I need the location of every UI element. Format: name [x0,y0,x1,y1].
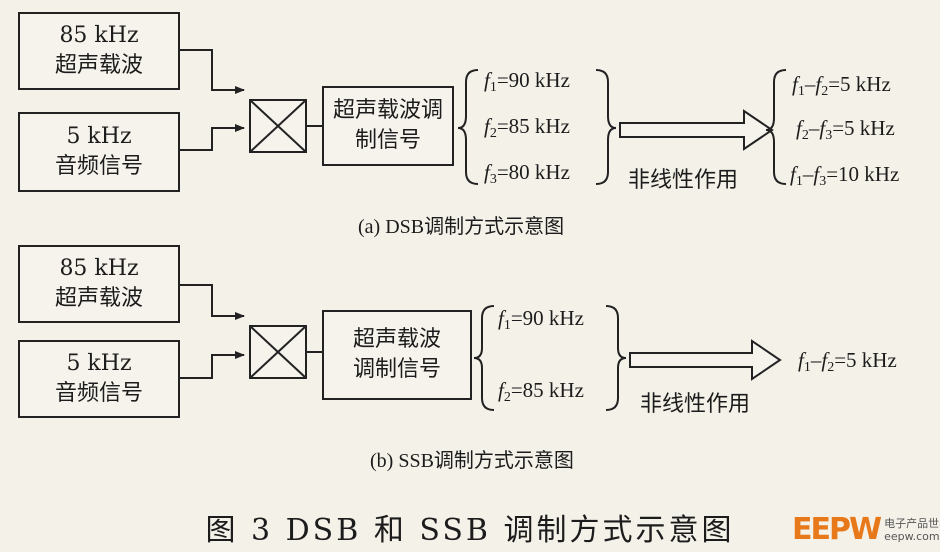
carrier-box-a: 85 kHz 超声载波 [18,12,180,90]
audio-box-a: 5 kHz 音频信号 [18,112,180,192]
nonlinear-label-b: 非线性作用 [640,392,751,417]
audio-b-label: 音频信号 [54,381,143,406]
freq-a-1: f1=90 kHz [484,68,570,95]
modulated-b-line2: 调制信号 [352,357,441,382]
brace-a-freqs [457,69,479,185]
carrier-b-label: 超声载波 [54,286,143,311]
wire-b-audio [180,351,245,379]
hollow-arrow-a-icon [619,109,774,151]
audio-box-b: 5 kHz 音频信号 [18,340,180,418]
carrier-a-freq: 85 kHz [59,23,139,48]
modulated-box-a: 超声载波调 制信号 [322,86,454,166]
wire-a-carrier [180,49,245,94]
audio-a-label: 音频信号 [54,154,143,179]
mixer-b-icon [249,325,307,379]
carrier-a-label: 超声载波 [54,53,143,78]
result-a-3: f1–f3=10 kHz [790,162,900,189]
caption-a: (a) DSB调制方式示意图 [358,216,565,238]
result-b-1: f1–f2=5 kHz [798,348,897,375]
nonlinear-label-a: 非线性作用 [628,168,739,193]
modulated-b-line1: 超声载波 [352,327,441,352]
modulated-box-b: 超声载波 调制信号 [322,310,472,400]
caption-b: (b) SSB调制方式示意图 [370,450,574,472]
carrier-b-freq: 85 kHz [59,256,139,281]
carrier-box-b: 85 kHz 超声载波 [18,245,180,323]
eepw-logo: EEPW 电子产品世界 eepw.com.cn [792,512,940,548]
brace-a-results [765,69,787,185]
modulated-a-line1: 超声载波调 [332,98,443,123]
result-a-2: f2–f3=5 kHz [796,116,895,143]
brace-b-freqs [473,305,495,411]
freq-b-2: f2=85 kHz [498,378,584,405]
wire-a-audio [180,124,245,151]
hollow-arrow-b-icon [629,339,782,381]
freq-a-3: f3=80 kHz [484,160,570,187]
mixer-a-icon [249,99,307,153]
freq-a-2: f2=85 kHz [484,114,570,141]
brace-a-freqs-right [595,69,617,185]
figure-title: 图 3 DSB 和 SSB 调制方式示意图 [205,513,735,548]
audio-a-freq: 5 kHz [66,124,132,149]
result-a-1: f1–f2=5 kHz [792,72,891,99]
logo-sub: 电子产品世界 eepw.com.cn [884,517,940,543]
wire-b-carrier [180,284,245,320]
modulated-a-line2: 制信号 [354,128,421,153]
freq-b-1: f1=90 kHz [498,306,584,333]
brace-b-freqs-right [605,305,627,411]
logo-mark: EEPW [792,512,882,547]
audio-b-freq: 5 kHz [66,351,132,376]
